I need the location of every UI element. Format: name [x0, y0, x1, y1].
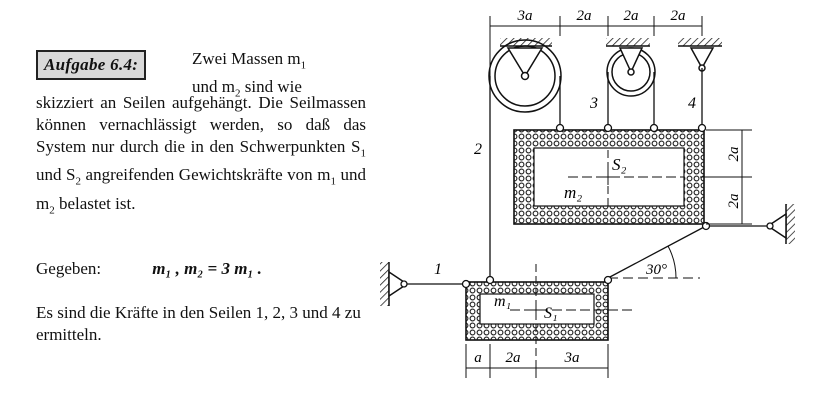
- right-dim-2: 2a: [726, 194, 742, 209]
- given-line: Gegeben: m₁ , m₂ = 3 m₁ .: [36, 258, 366, 280]
- small-pulley: [606, 47, 656, 97]
- angle-arc: [667, 245, 677, 279]
- intro-text: Zwei Massen m1 und m2 sind wie: [192, 49, 307, 100]
- intro-line2: und m: [192, 77, 235, 97]
- task-label: Aufgabe 6.4:: [36, 50, 147, 80]
- left-wall-support: [380, 262, 409, 306]
- angle-label: 30°: [645, 262, 667, 278]
- bottom-dim-1: a: [474, 350, 482, 366]
- rope4-support: [689, 47, 715, 72]
- m1-centerlines: [510, 264, 632, 372]
- m2-centerlines: [568, 150, 684, 206]
- right-wall-support: [766, 204, 795, 244]
- top-dim-2: 2a: [577, 8, 592, 24]
- large-pulley: [488, 39, 562, 113]
- bottom-dim-2: 2a: [506, 350, 521, 366]
- given-label: Gegeben:: [36, 259, 102, 278]
- cg-s2-label: S₂: [612, 155, 627, 174]
- top-dim-4: 2a: [671, 8, 686, 24]
- ropes: [400, 68, 770, 285]
- rope-label-2: 2: [474, 141, 482, 158]
- cg-s1-label: S₁: [544, 305, 558, 322]
- bottom-dimensions: [465, 344, 609, 378]
- mass-m1-label: m₁: [494, 293, 511, 310]
- m2-attachments: [555, 123, 711, 231]
- mass-m2-label: m₂: [564, 183, 582, 202]
- m1-attachments: [461, 275, 613, 289]
- ceiling-support-hatch: [500, 38, 722, 47]
- rope-label-1: 1: [434, 261, 442, 278]
- right-dim-1: 2a: [726, 147, 742, 162]
- rope-label-4: 4: [688, 95, 696, 112]
- question: Es sind die Kräfte in den Seilen 1, 2, 3…: [36, 303, 361, 344]
- top-dim-1: 3a: [517, 8, 533, 24]
- rope-label-3: 3: [589, 95, 598, 112]
- top-dim-3: 2a: [624, 8, 639, 24]
- mass-m1-label-area: [479, 293, 595, 325]
- right-dimensions: [700, 129, 752, 225]
- intro-line1: Zwei Massen m: [192, 49, 301, 68]
- given-value: m₁ , m₂ = 3 m₁ .: [152, 259, 262, 278]
- description: skizziert an Seilen aufgehängt. Die Seil…: [36, 93, 366, 217]
- bottom-dim-3: 3a: [564, 350, 580, 366]
- mechanics-diagram: 3a 2a 2a 2a: [380, 8, 795, 378]
